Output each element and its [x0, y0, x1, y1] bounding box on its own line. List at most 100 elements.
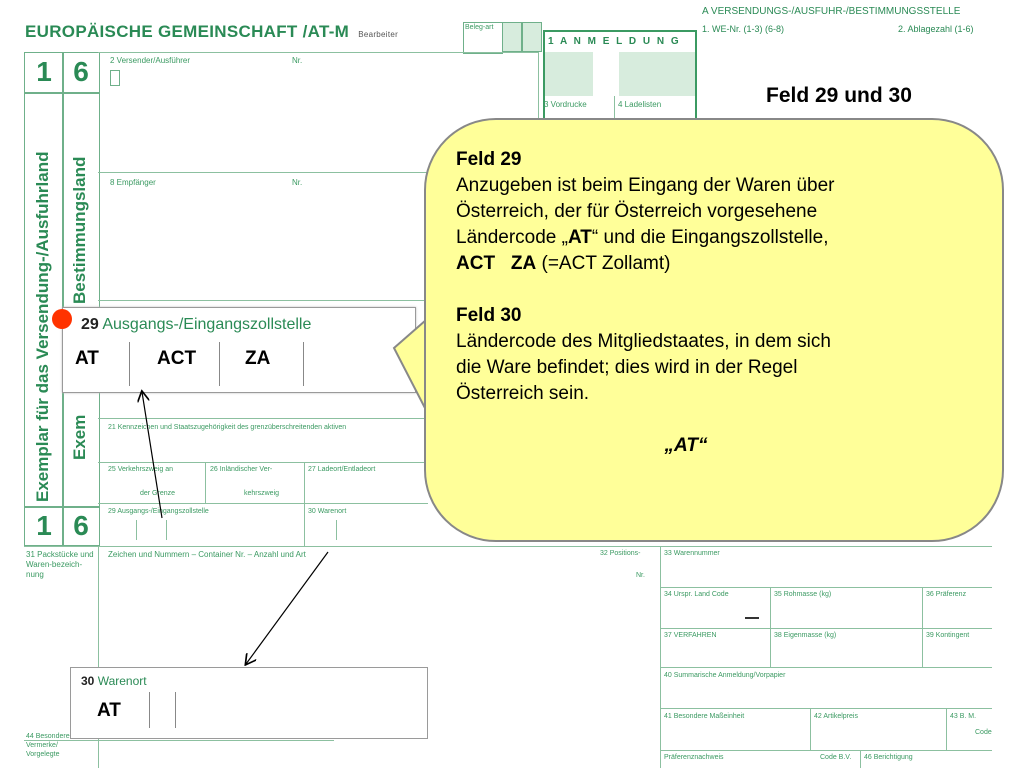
feld29-line2: Österreich, der für Österreich vorgesehe…	[456, 201, 818, 222]
bubble-tail-join	[432, 322, 440, 406]
form-title-text: EUROPÄISCHE GEMEINSCHAFT	[25, 22, 298, 41]
left-column-1	[24, 92, 64, 508]
field-34-mark	[745, 617, 759, 619]
grid-line	[922, 587, 923, 667]
grid-line	[24, 546, 992, 547]
grid-line	[946, 708, 947, 750]
copy-number-6-top: 6	[62, 52, 100, 94]
right-header-1: 1. WE-Nr. (1-3) (6-8)	[702, 24, 785, 34]
field-29-code-za: ZA	[245, 348, 271, 369]
copy-number-1-bottom: 1	[24, 506, 64, 546]
field-8-label: 8 Empfänger	[110, 178, 156, 187]
slide-heading: Feld 29 und 30	[766, 84, 912, 107]
field-2-checkbox	[110, 70, 120, 86]
field-4-label: 4 Ladelisten	[618, 100, 662, 109]
feld29-code-za: ZA	[510, 253, 537, 274]
field-30-title: Warenort	[97, 674, 147, 688]
tick	[166, 520, 167, 540]
field-29-callout-label: 29 Ausgangs-/Eingangszollstelle	[81, 316, 311, 334]
copy-number-6-bottom: 6	[62, 506, 100, 546]
field-30-small-label: 30 Warenort	[308, 508, 347, 515]
field-pref-label: Präferenznachweis	[664, 754, 724, 761]
field-29-title: Ausgangs-/Eingangszollstelle	[102, 316, 312, 333]
grid-line	[98, 300, 428, 301]
form-title-code: /AT-M	[302, 22, 350, 41]
field-30-number: 30	[81, 674, 95, 688]
feld29-line1: Anzugeben ist beim Eingang der Waren übe…	[456, 175, 835, 196]
right-header-2: 2. Ablagezahl (1-6)	[898, 24, 974, 34]
field-43-label: 43 B. M.	[950, 713, 977, 720]
grid-line	[98, 52, 538, 53]
field-31-label: 31 Packstücke und Waren-bezeich-nung	[26, 550, 94, 579]
tick	[136, 520, 137, 540]
field-37-label: 37 VERFAHREN	[664, 632, 717, 639]
grid-line	[98, 418, 428, 419]
field-38-label: 38 Eigenmasse (kg)	[774, 632, 837, 639]
grid-line	[860, 750, 861, 768]
anmeldung-box: 1 A N M E L D U N G	[543, 30, 697, 124]
field-26-label-b: kehrszweig	[244, 490, 280, 497]
field-29-divider	[303, 342, 304, 386]
feld29-line3: Ländercode „AT“ und die Eingangszollstel…	[456, 225, 996, 251]
field-25-label: 25 Verkehrszweig an	[108, 466, 173, 473]
grid-line	[660, 628, 992, 629]
feld30-line3: Österreich sein.	[456, 383, 590, 404]
field-29-divider	[129, 342, 130, 386]
field-34-label: 34 Urspr. Land Code	[664, 591, 729, 598]
feld29-line4-post: (=ACT Zollamt)	[536, 253, 671, 274]
field-30-callout-label: 30 Warenort	[81, 674, 147, 688]
feld30-line2: die Ware befindet; dies wird in der Rege…	[456, 357, 798, 378]
grid-line	[810, 708, 811, 750]
explanation-bubble	[424, 118, 1004, 542]
field-36-label: 36 Präferenz	[926, 591, 967, 598]
grid-line	[24, 740, 334, 741]
field-33-label: 33 Warennummer	[664, 550, 720, 557]
feld29-line4: ACT ZA (=ACT Zollamt)	[456, 251, 996, 277]
field-26-label: 26 Inländischer Ver-	[210, 466, 273, 473]
feld29-code-act: ACT	[456, 253, 496, 274]
feld30-code: „AT“	[664, 435, 708, 456]
field-29-code-act: ACT	[157, 348, 197, 369]
beleg-art-cell-2	[522, 22, 542, 52]
grid-line	[538, 52, 539, 172]
field-2-label: 2 Versender/Ausführer	[110, 56, 191, 65]
feld29-line3-code: AT	[567, 227, 592, 248]
field-3-label: 3 Vordrucke	[544, 100, 587, 109]
feld29-line3-pre: Ländercode „	[456, 227, 568, 248]
field-8-nr: Nr.	[292, 178, 303, 187]
grid-line	[660, 708, 992, 709]
red-marker-dot	[52, 309, 72, 329]
field-42-label: 42 Artikelpreis	[814, 713, 858, 720]
field-40-label: 40 Summarische Anmeldung/Vorpapier	[664, 672, 786, 679]
tick	[336, 520, 337, 540]
arrow-to-field-30	[246, 551, 329, 664]
grid-line	[660, 667, 992, 668]
explanation-text: Feld 29 Anzugeben ist beim Eingang der W…	[456, 147, 996, 459]
grid-line	[660, 587, 992, 588]
field-29-number: 29	[81, 316, 99, 333]
grid-line	[98, 503, 428, 504]
field-2-nr: Nr.	[292, 56, 303, 65]
field-30-code-at: AT	[97, 700, 121, 721]
right-header-a: A VERSENDUNGS-/AUSFUHR-/BESTIMMUNGSSTELL…	[702, 6, 961, 17]
field-32-label: 32 Positions-	[600, 550, 641, 557]
feld29-title: Feld 29	[456, 149, 522, 170]
feld30-title: Feld 30	[456, 305, 522, 326]
field-43-code: Code	[975, 729, 992, 736]
spacer	[456, 277, 996, 303]
field-29-divider	[219, 342, 220, 386]
anmeldung-cell-1	[545, 52, 593, 96]
field-46-label: 46 Berichtigung	[864, 754, 913, 761]
grid-line	[98, 546, 99, 768]
grid-line	[660, 546, 661, 768]
grid-line	[660, 750, 992, 751]
field-41-label: 41 Besondere Maßeinheit	[664, 713, 745, 720]
copy-number-1-top: 1	[24, 52, 64, 94]
grid-line	[205, 462, 206, 504]
field-code-bv-label: Code B.V.	[820, 754, 852, 761]
field-39-label: 39 Kontingent	[926, 632, 970, 639]
feld30-line1: Ländercode des Mitgliedstaates, in dem s…	[456, 331, 831, 352]
field-35-label: 35 Rohmasse (kg)	[774, 591, 832, 598]
field-29-code-at: AT	[75, 348, 99, 369]
